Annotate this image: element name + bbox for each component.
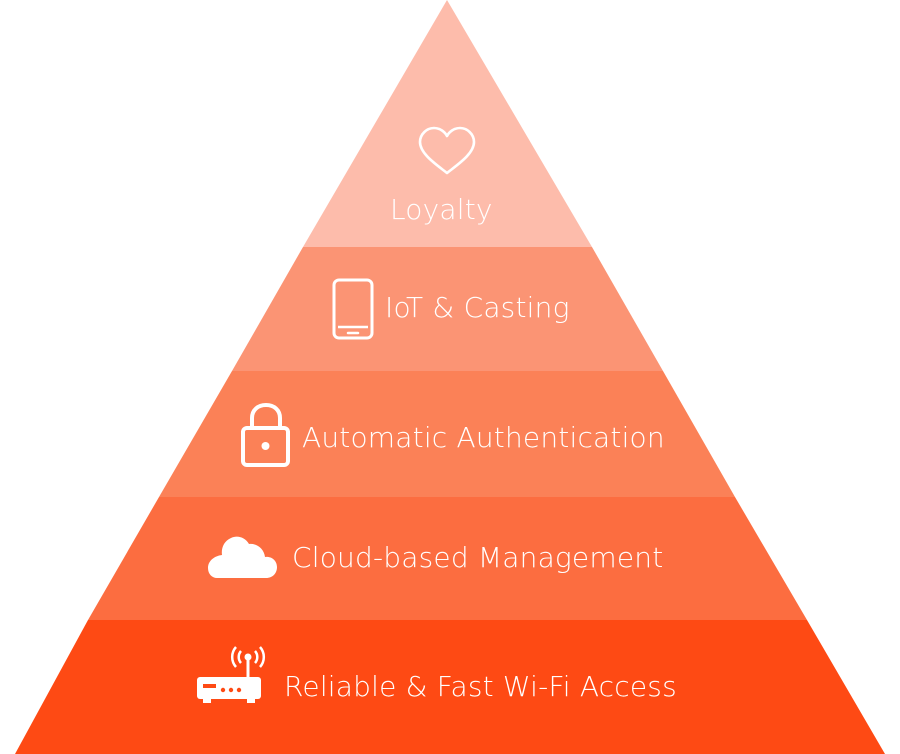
pyramid-level-iot-casting	[232, 247, 663, 371]
phone-icon	[332, 278, 374, 340]
pyramid-level-loyalty	[303, 0, 592, 247]
pyramid-level-cloud-management	[88, 497, 807, 620]
level-label-automatic-authentication: Automatic Authentication	[302, 421, 665, 454]
level-label-cloud-management: Cloud-based Management	[292, 541, 664, 574]
router-icon	[197, 646, 265, 703]
lock-icon	[241, 402, 290, 467]
level-label-wifi-access: Reliable & Fast Wi-Fi Access	[284, 670, 677, 703]
cloud-icon	[208, 536, 277, 578]
heart-icon	[418, 126, 476, 175]
level-label-loyalty: Loyalty	[390, 193, 493, 226]
level-label-iot-casting: IoT & Casting	[385, 291, 570, 324]
pyramid-level-automatic-authentication	[159, 371, 735, 497]
